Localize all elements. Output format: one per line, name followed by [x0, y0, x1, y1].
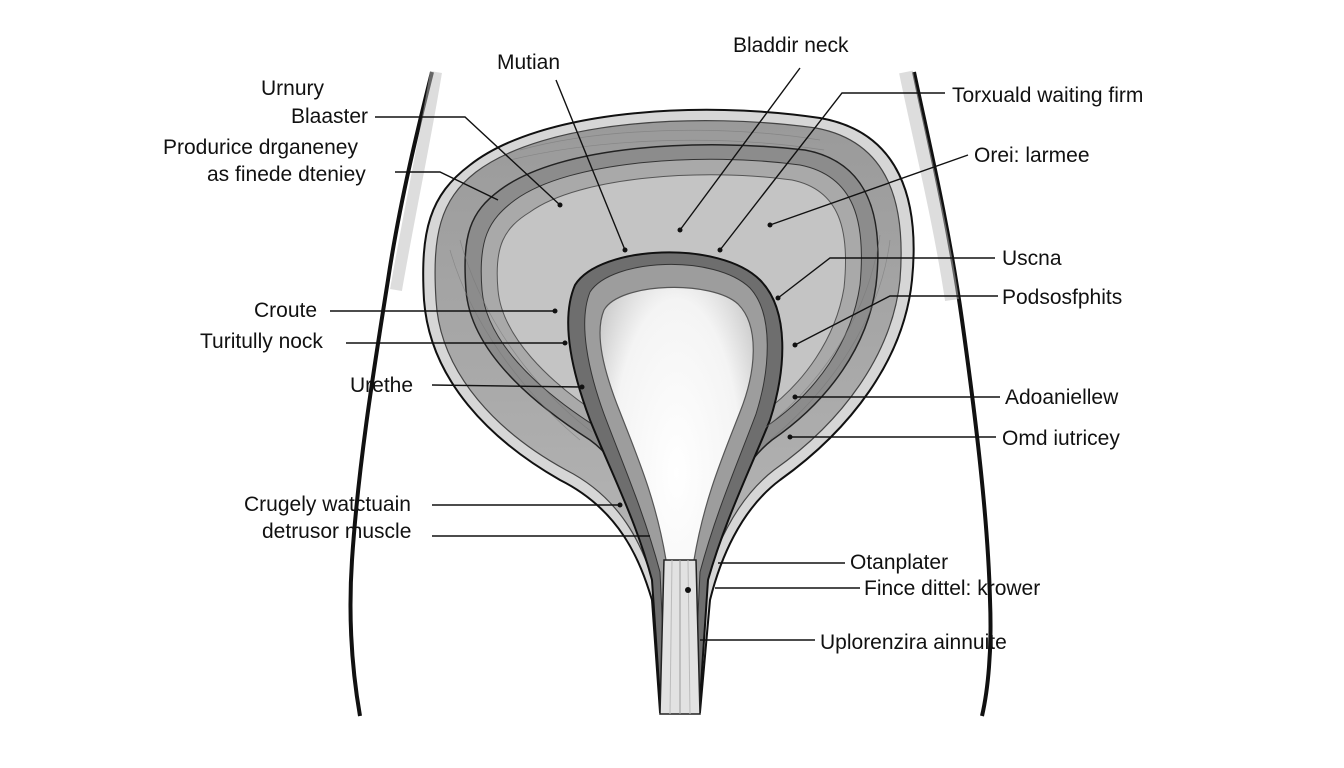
- label-urnury: Urnury: [261, 77, 325, 100]
- label-uplorenzira: Uplorenzira ainnuite: [820, 631, 1007, 654]
- leader-lines: [330, 67, 1000, 641]
- label-orei: Orei: larmee: [974, 144, 1090, 167]
- label-detrusor: detrusor muscle: [262, 520, 412, 543]
- leader-dots: [552, 202, 798, 593]
- label-urethe: Urethe: [350, 374, 414, 397]
- label-mutian: Mutian: [497, 51, 561, 74]
- label-croute: Croute: [254, 299, 318, 322]
- body-outline-left: [348, 71, 434, 717]
- label-podsosfphits: Podsosfphits: [1002, 286, 1123, 309]
- label-otanplater: Otanplater: [850, 551, 949, 574]
- label-produrice: Produrice drganeney: [163, 136, 358, 159]
- label-bladdir: Bladdir neck: [733, 34, 849, 57]
- label-uscna: Uscna: [1002, 247, 1062, 270]
- body-outline-right: [912, 71, 993, 717]
- label-omd: Omd iutricey: [1002, 427, 1120, 450]
- label-blaaster: Blaaster: [291, 105, 369, 128]
- label-fince: Fince dittel: krower: [864, 577, 1041, 600]
- body-shading-right: [899, 70, 959, 302]
- label-as-finede: as finede dteniey: [207, 163, 366, 186]
- label-torxuald: Torxuald waiting firm: [952, 84, 1144, 107]
- label-adoaniellew: Adoaniellew: [1005, 386, 1119, 409]
- label-turitully: Turitully nock: [200, 330, 323, 353]
- wall-hatching: [449, 129, 891, 441]
- bladder-lumen: [599, 286, 754, 701]
- body-shading-left: [390, 71, 442, 292]
- label-crugely: Crugely watctuain: [244, 493, 411, 516]
